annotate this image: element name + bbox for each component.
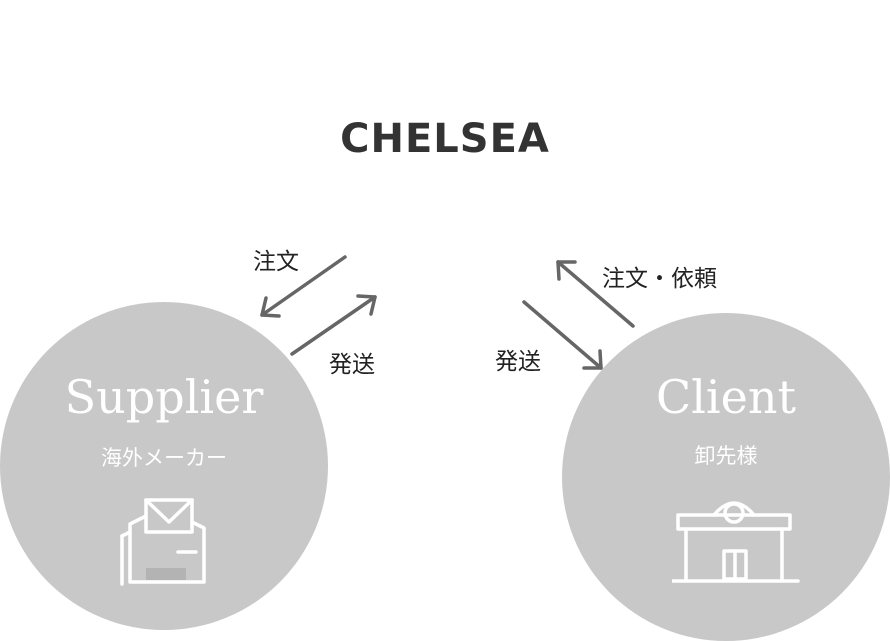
client-ship-arrow: [522, 300, 603, 370]
supplier-ship-arrow: [290, 294, 377, 356]
client-order-arrow: [556, 260, 635, 328]
supplier-ship-label: 発送: [329, 352, 375, 378]
client-name: Client: [656, 370, 796, 424]
client-order-label: 注文・依頼: [602, 266, 717, 292]
supplier-circle: Supplier 海外メーカー: [0, 302, 328, 630]
page-title: CHELSEA: [340, 116, 550, 162]
supplier-order-label: 注文: [253, 249, 299, 275]
supplier-name: Supplier: [64, 370, 264, 424]
client-subtitle: 卸先様: [694, 444, 758, 468]
supplier-order-arrow: [260, 255, 347, 318]
supplier-subtitle: 海外メーカー: [101, 446, 227, 470]
client-circle: Client 卸先様: [562, 313, 890, 641]
client-ship-label: 発送: [495, 349, 541, 375]
store-icon: [672, 501, 800, 583]
shirt-icon: [120, 498, 206, 586]
